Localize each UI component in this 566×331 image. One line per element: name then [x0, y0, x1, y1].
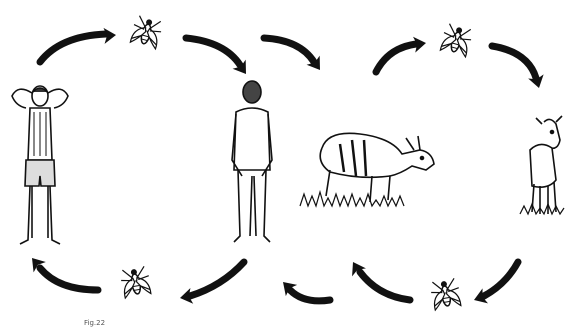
tsetse-fly-icon: [439, 23, 473, 57]
tsetse-fly-icon: [429, 278, 461, 310]
curved-arrow-icon: [264, 38, 327, 75]
curved-arrow-icon: [346, 258, 410, 300]
curved-arrow-icon: [26, 253, 98, 290]
antelope-grazing: [300, 133, 434, 206]
tsetse-fly-icon: [119, 266, 151, 298]
person-standing: [232, 81, 272, 242]
curved-arrow-icon: [40, 27, 117, 62]
curved-arrow-icon: [492, 46, 547, 90]
person-hands-on-head: [12, 86, 68, 244]
curved-arrow-icon: [471, 262, 518, 308]
curved-arrow-icon: [277, 276, 330, 301]
curved-arrow-icon: [186, 38, 253, 79]
goat-standing: [520, 116, 564, 214]
tsetse-fly-icon: [129, 15, 163, 49]
curved-arrow-icon: [179, 262, 244, 306]
figure-label: Fig.22: [84, 320, 105, 327]
curved-arrow-icon: [376, 35, 427, 72]
